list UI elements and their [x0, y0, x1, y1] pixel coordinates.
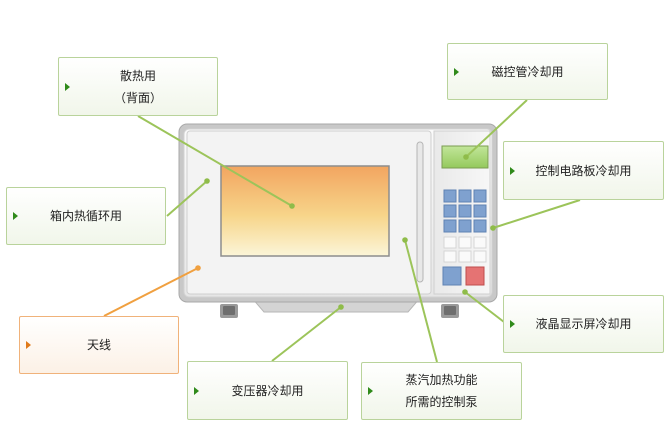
label-text: 蒸汽加热功能 所需的控制泵	[405, 373, 478, 409]
keypad-blue-key	[443, 219, 457, 233]
keypad-blue-key	[473, 204, 487, 218]
label-magnetron-cooling: 磁控管冷却用	[447, 43, 608, 100]
keypad-blue-key	[458, 219, 472, 233]
keypad-white-key	[458, 250, 472, 263]
keypad-white-key	[458, 236, 472, 249]
label-steam-pump: 蒸汽加热功能 所需的控制泵	[361, 362, 522, 420]
label-text: 变压器冷却用	[231, 383, 304, 398]
label-cavity-circulation: 箱内热循环用	[6, 187, 166, 245]
arrow-icon	[13, 212, 18, 220]
line-transformer	[271, 306, 342, 362]
arrow-icon	[454, 67, 459, 76]
keypad-blue-key	[458, 204, 472, 218]
arrow-icon	[65, 82, 70, 91]
label-text: 散热用 （背面）	[113, 68, 162, 105]
label-text: 液晶显示屏冷却用	[535, 317, 632, 331]
line-board	[492, 199, 581, 229]
line-heat-dissipation	[137, 115, 293, 207]
keypad-blue-key	[473, 189, 487, 203]
arrow-icon	[510, 320, 515, 328]
label-text: 箱内热循环用	[49, 209, 122, 223]
line-steam-pump	[404, 239, 438, 363]
stop-key	[465, 266, 485, 286]
label-text: 磁控管冷却用	[491, 64, 564, 79]
line-antenna	[103, 267, 199, 317]
keypad-white-key	[473, 236, 487, 249]
connector-lines	[103, 99, 581, 363]
line-lcd	[464, 291, 505, 323]
start-key	[442, 266, 462, 286]
oven-window	[220, 165, 390, 257]
arrow-icon	[194, 386, 199, 395]
arrow-icon	[368, 387, 373, 395]
line-cavity	[166, 180, 208, 217]
keypad-blue-key	[473, 219, 487, 233]
label-text: 控制电路板冷却用	[535, 163, 632, 178]
arrow-icon	[510, 166, 515, 175]
arrow-icon	[26, 341, 31, 349]
keypad-white-key	[443, 250, 457, 263]
label-board-cooling: 控制电路板冷却用	[503, 141, 664, 200]
keypad	[442, 189, 487, 286]
connector-dots	[195, 154, 496, 310]
label-transformer-cooling: 变压器冷却用	[187, 361, 348, 420]
label-antenna: 天线	[19, 316, 179, 374]
label-text: 天线	[86, 338, 111, 352]
door-handle	[416, 141, 424, 283]
label-heat-dissipation: 散热用 （背面）	[58, 57, 218, 116]
keypad-blue-key	[443, 189, 457, 203]
line-magnetron	[465, 99, 528, 158]
keypad-white-key	[443, 236, 457, 249]
keypad-blue-key	[443, 204, 457, 218]
keypad-white-key	[473, 250, 487, 263]
keypad-blue-key	[458, 189, 472, 203]
label-lcd-cooling: 液晶显示屏冷却用	[503, 295, 664, 353]
